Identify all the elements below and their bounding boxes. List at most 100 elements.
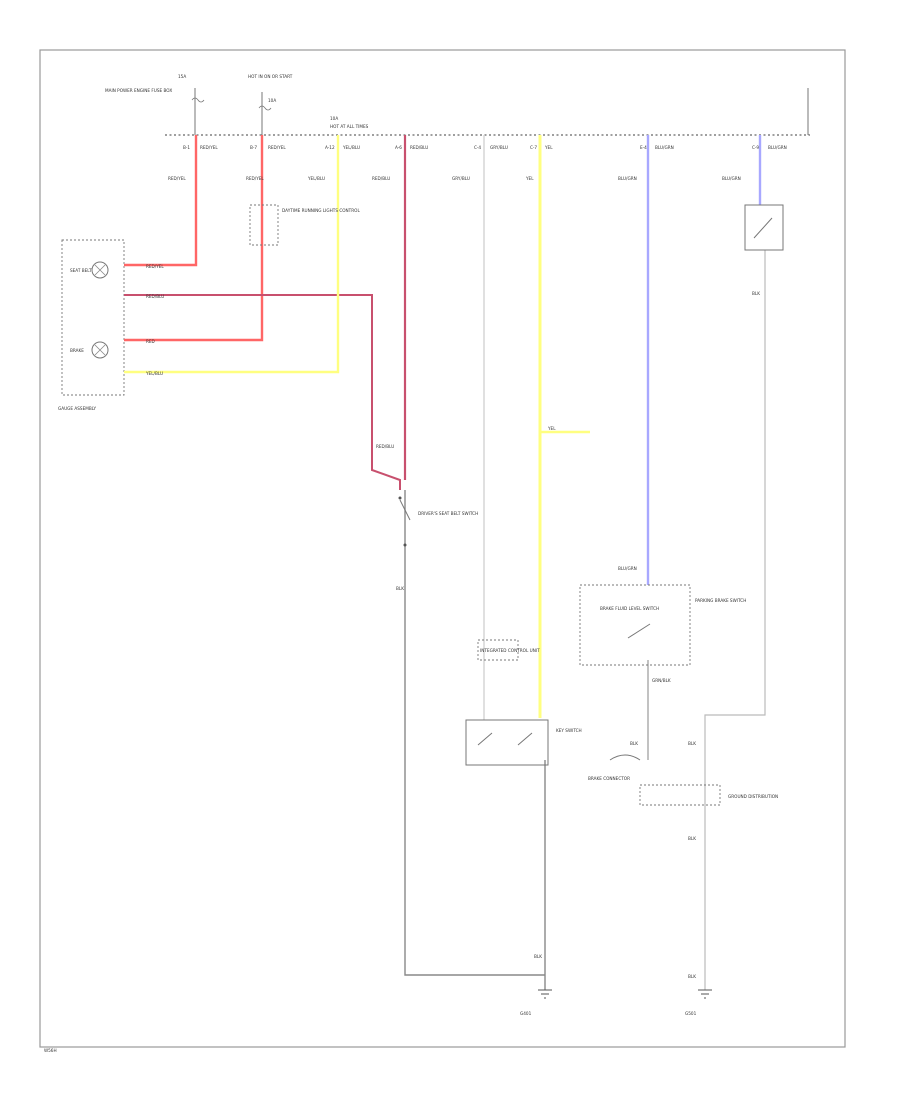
seat-belt-switch-icon: [399, 499, 411, 521]
ground-g501-icon: [698, 989, 712, 999]
wire-label-16: BLK: [534, 954, 542, 959]
tap-1-wire: RED/YEL: [200, 145, 218, 150]
wire-label-1: RED/YEL: [168, 176, 186, 181]
wire-label-10: BLK: [396, 586, 404, 591]
door-switch-label: KEY SWITCH: [556, 728, 582, 733]
source-3-fuse: 10A: [330, 116, 338, 121]
seat-belt-switch-label: DRIVER'S SEAT BELT SWITCH: [418, 511, 478, 516]
right-switch: [744, 204, 784, 251]
tap-7-wire: BLU/GRN: [655, 145, 674, 150]
wire-label-22: YEL: [547, 426, 556, 431]
ground-dist-label: GROUND DISTRIBUTION: [728, 794, 778, 799]
tap-4-wire: RED/BLU: [410, 145, 428, 150]
right-switch-box: [744, 204, 784, 251]
seat-belt-lamp-icon: [91, 261, 109, 279]
tap-3-label: A-12: [325, 145, 335, 150]
wire-label-21: YEL/BLU: [145, 371, 163, 376]
tap-5-label: C-4: [474, 145, 481, 150]
tap-7-label: E-4: [640, 145, 647, 150]
brake-connector-label: BRAKE CONNECTOR: [588, 776, 630, 781]
door-switch: KEY SWITCH: [465, 719, 582, 766]
brake-connector-icon: [609, 754, 641, 761]
fluid-switch-label: BRAKE FLUID LEVEL SWITCH: [600, 606, 659, 611]
lamp-2-label: BRAKE: [70, 348, 84, 353]
wire-labels: RED/YEL RED/YEL YEL/BLU RED/BLU GRY/BLU …: [145, 176, 760, 979]
dash-note-box: [477, 639, 519, 661]
wire-label-2: RED/YEL: [246, 176, 264, 181]
diagram-frame: [39, 49, 846, 1048]
wire-label-8: BLU/GRN: [722, 176, 741, 181]
gauge-assembly-box: [61, 239, 125, 396]
lamp-1-label: SEAT BELT: [70, 268, 92, 273]
relay: DAYTIME RUNNING LIGHTS CONTROL: [249, 204, 360, 246]
tap-8-label: C-9: [752, 145, 759, 150]
wire-blk-1: [404, 490, 545, 976]
source-2-fuse: 10A: [268, 98, 276, 103]
wire-label-18: RED/YEL: [146, 264, 164, 269]
wire-label-20: RED: [146, 339, 155, 344]
wire-label-15: BLK: [688, 836, 696, 841]
source-1-fuse: 15A: [178, 74, 186, 79]
gauge-assembly: SEAT BELT BRAKE GAUGE ASSEMBLY: [58, 239, 125, 411]
parking-brake-label: PARKING BRAKE SWITCH: [695, 598, 746, 603]
wires: [124, 135, 766, 990]
ground-dist-box: [639, 784, 721, 806]
tap-3-wire: YEL/BLU: [342, 145, 360, 150]
wire-label-4: RED/BLU: [372, 176, 390, 181]
fluid-switch-icon: [627, 623, 651, 639]
wire-label-23: RED/BLU: [376, 444, 394, 449]
wire-label-19: RED/BLU: [146, 294, 164, 299]
fuses: [191, 88, 272, 135]
ground-g401-label: G401: [520, 1011, 532, 1016]
ground-g401-icon: [538, 989, 552, 999]
tap-8-wire: BLU/GRN: [768, 145, 787, 150]
gauge-assembly-label: GAUGE ASSEMBLY: [58, 406, 96, 411]
source-labels: MAIN POWER ENGINE FUSE BOX 15A HOT IN ON…: [105, 74, 369, 129]
tap-5-wire: GRY/BLU: [490, 145, 508, 150]
tap-1-label: B-1: [183, 145, 190, 150]
brake-connector: BRAKE CONNECTOR GROUND DISTRIBUTION: [588, 754, 778, 806]
tap-4-label: A-6: [395, 145, 402, 150]
brake-lamp-icon: [91, 341, 109, 359]
door-switch-box: [465, 719, 549, 766]
right-switch-icon: [753, 217, 773, 239]
dash-note: INTEGRATED CONTROL UNIT: [477, 639, 540, 661]
wire-red-yel-1: [124, 135, 198, 267]
door-switch-contacts: [477, 732, 533, 746]
wire-red-yel-2: [124, 135, 264, 342]
fluid-switch: BRAKE FLUID LEVEL SWITCH PARKING BRAKE S…: [579, 584, 746, 666]
tap-2-wire: RED/YEL: [268, 145, 286, 150]
tap-6-wire: YEL: [544, 145, 553, 150]
wire-label-11: BLU/GRN: [618, 566, 637, 571]
wire-label-12: GRN/BLK: [652, 678, 671, 683]
wire-label-3: YEL/BLU: [307, 176, 325, 181]
wire-label-13: BLK: [630, 741, 638, 746]
wire-label-14: BLK: [688, 741, 696, 746]
source-3-label: HOT AT ALL TIMES: [330, 124, 369, 129]
seat-belt-switch: DRIVER'S SEAT BELT SWITCH: [398, 496, 478, 547]
tap-2-label: B-7: [250, 145, 257, 150]
source-1-label: MAIN POWER ENGINE FUSE BOX: [105, 88, 172, 93]
fluid-switch-box: [579, 584, 691, 666]
relay-label: DAYTIME RUNNING LIGHTS CONTROL: [282, 208, 360, 213]
dash-note-label: INTEGRATED CONTROL UNIT: [480, 648, 540, 653]
wire-label-9: BLK: [752, 291, 760, 296]
wire-label-5: GRY/BLU: [452, 176, 470, 181]
lamp-filament-1: [94, 264, 106, 276]
wire-label-6: YEL: [525, 176, 534, 181]
tap-6-label: C-7: [530, 145, 537, 150]
relay-box: [249, 204, 279, 246]
wire-red-blu: [124, 294, 401, 490]
wire-label-17: BLK: [688, 974, 696, 979]
ground-g501-label: G501: [685, 1011, 697, 1016]
bus-taps: B-1 RED/YEL B-7 RED/YEL A-12 YEL/BLU A-6…: [183, 145, 787, 150]
source-2-label: HOT IN ON OR START: [248, 74, 293, 79]
footer-code: W56H: [44, 1048, 57, 1053]
wire-yel-blu: [124, 135, 340, 374]
switch-contact-2: [403, 543, 407, 547]
grounds: G401 G501: [520, 989, 712, 1016]
wire-blk-3: [704, 250, 766, 990]
switch-contact-1: [398, 496, 402, 500]
wire-label-7: BLU/GRN: [618, 176, 637, 181]
